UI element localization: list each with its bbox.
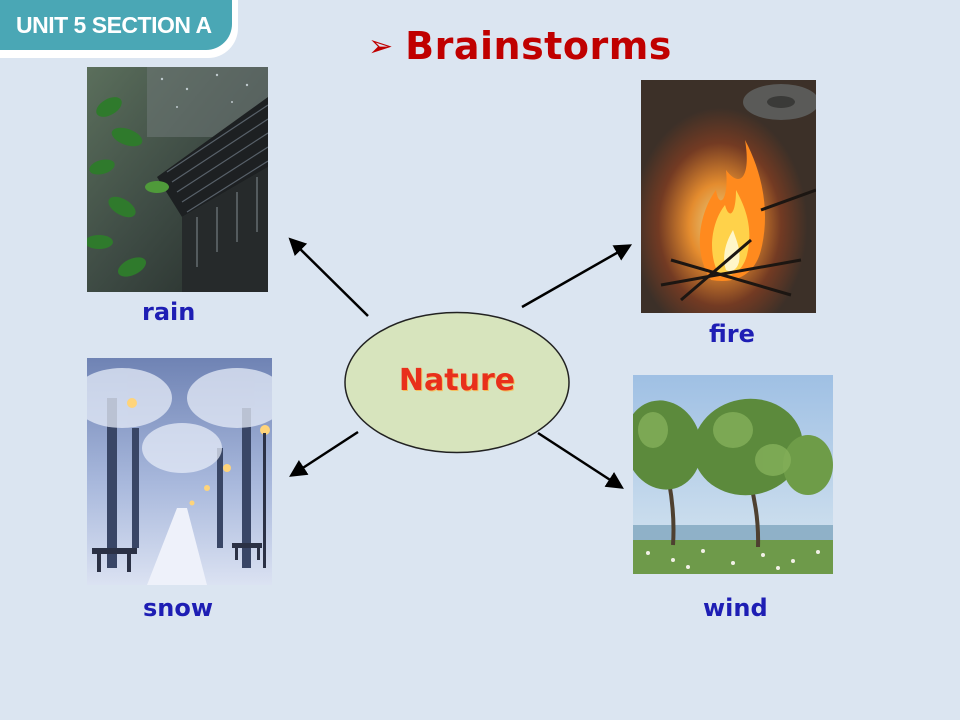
arrow-to-fire (521, 244, 633, 309)
arrow-to-rain (288, 237, 369, 317)
slide-title: ➢ Brainstorms (368, 22, 672, 70)
unit-tab: UNIT 5 SECTION A (0, 0, 238, 58)
fire-photo (641, 80, 816, 313)
wind-photo (633, 375, 833, 574)
rain-photo (87, 67, 268, 292)
center-ellipse (344, 311, 570, 454)
arrow-to-snow (289, 430, 359, 477)
arrow-to-wind (537, 431, 624, 489)
caption-snow: snow (143, 594, 214, 622)
caption-wind: wind (703, 594, 768, 622)
caption-fire: fire (709, 320, 755, 348)
center-label: Nature (398, 363, 516, 398)
arrow-bullet-icon: ➢ (368, 28, 394, 64)
unit-label: UNIT 5 SECTION A (0, 0, 232, 50)
caption-rain: rain (142, 298, 196, 326)
title-text: Brainstorms (405, 24, 672, 68)
snow-photo (87, 358, 272, 585)
